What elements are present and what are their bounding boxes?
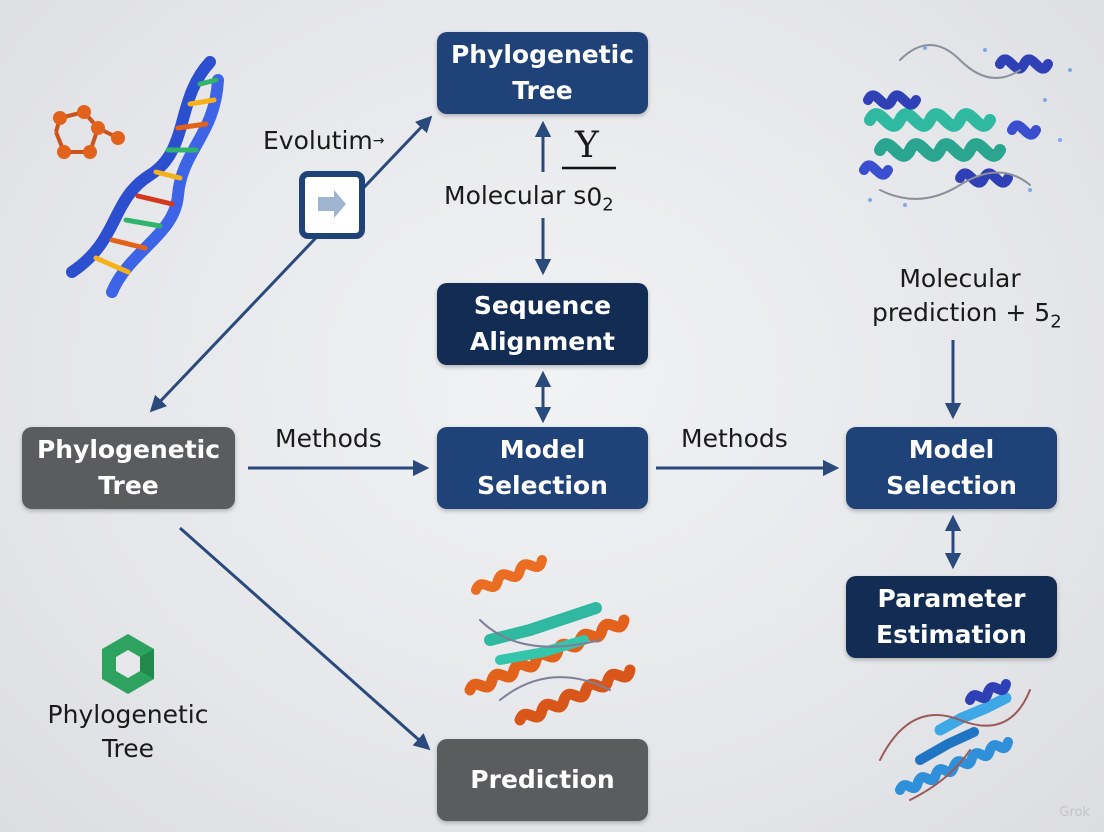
label-y-symbol: Y bbox=[575, 124, 599, 168]
label-evolution: Evolutim→ bbox=[263, 124, 385, 158]
label-evolution-text: Evolutim bbox=[263, 126, 373, 155]
label-molecular-prediction-line1: Molecular bbox=[899, 264, 1021, 293]
label-molecular-tail: 2 bbox=[602, 194, 614, 216]
label-methods-left: Methods bbox=[275, 422, 382, 456]
label-molecular-sub: 0 bbox=[586, 182, 603, 212]
box-line: Tree bbox=[512, 76, 573, 105]
label-molecular-prediction-line2: prediction + 5 bbox=[872, 298, 1051, 327]
molecule-icon bbox=[53, 105, 125, 159]
label-molecular-prediction: Molecular prediction + 52 bbox=[872, 262, 1062, 331]
label-y-text: Y bbox=[575, 125, 599, 166]
box-line: Alignment bbox=[470, 327, 615, 356]
dna-helix-icon bbox=[66, 56, 224, 298]
label-logo-caption-line1: Phylogenetic bbox=[47, 700, 209, 729]
protein-structure-icon bbox=[464, 555, 636, 726]
label-methods-left-text: Methods bbox=[275, 424, 382, 453]
label-evolution-mark: → bbox=[372, 133, 385, 149]
watermark: Grok bbox=[1059, 805, 1090, 820]
label-molecular-text: Molecular s bbox=[444, 181, 587, 210]
arrow-right-icon bbox=[299, 171, 365, 239]
label-molecular-prediction-sub: 2 bbox=[1050, 311, 1062, 333]
box-line: Model bbox=[908, 435, 995, 464]
hexagon-logo-icon bbox=[102, 634, 154, 694]
protein-structure-icon bbox=[859, 44, 1072, 207]
box-prediction[interactable]: Prediction bbox=[437, 739, 648, 821]
box-line: Selection bbox=[477, 471, 608, 500]
arrow-tree-to-prediction bbox=[179, 526, 431, 751]
box-line: Sequence bbox=[473, 291, 612, 320]
box-line: Phylogenetic bbox=[450, 40, 635, 69]
box-line: Phylogenetic bbox=[36, 435, 221, 464]
label-molecular-s02: Molecular s02 bbox=[444, 179, 614, 216]
watermark-text: Grok bbox=[1059, 805, 1090, 820]
box-line: Parameter bbox=[877, 584, 1026, 613]
box-line: Estimation bbox=[876, 620, 1027, 649]
arrow-evolution-to-top-tree bbox=[149, 115, 433, 413]
protein-structure-icon bbox=[879, 679, 1031, 801]
box-line: Selection bbox=[886, 471, 1017, 500]
connectors bbox=[149, 115, 962, 751]
label-logo-caption: Phylogenetic Tree bbox=[30, 698, 226, 766]
label-methods-right: Methods bbox=[681, 422, 788, 456]
box-line: Prediction bbox=[470, 765, 615, 794]
label-logo-caption-line2: Tree bbox=[101, 734, 155, 763]
label-methods-right-text: Methods bbox=[681, 424, 788, 453]
box-line: Tree bbox=[98, 471, 159, 500]
label-molecular-prediction-line2-wrap: prediction + 52 bbox=[872, 296, 1062, 331]
box-line: Model bbox=[499, 435, 586, 464]
